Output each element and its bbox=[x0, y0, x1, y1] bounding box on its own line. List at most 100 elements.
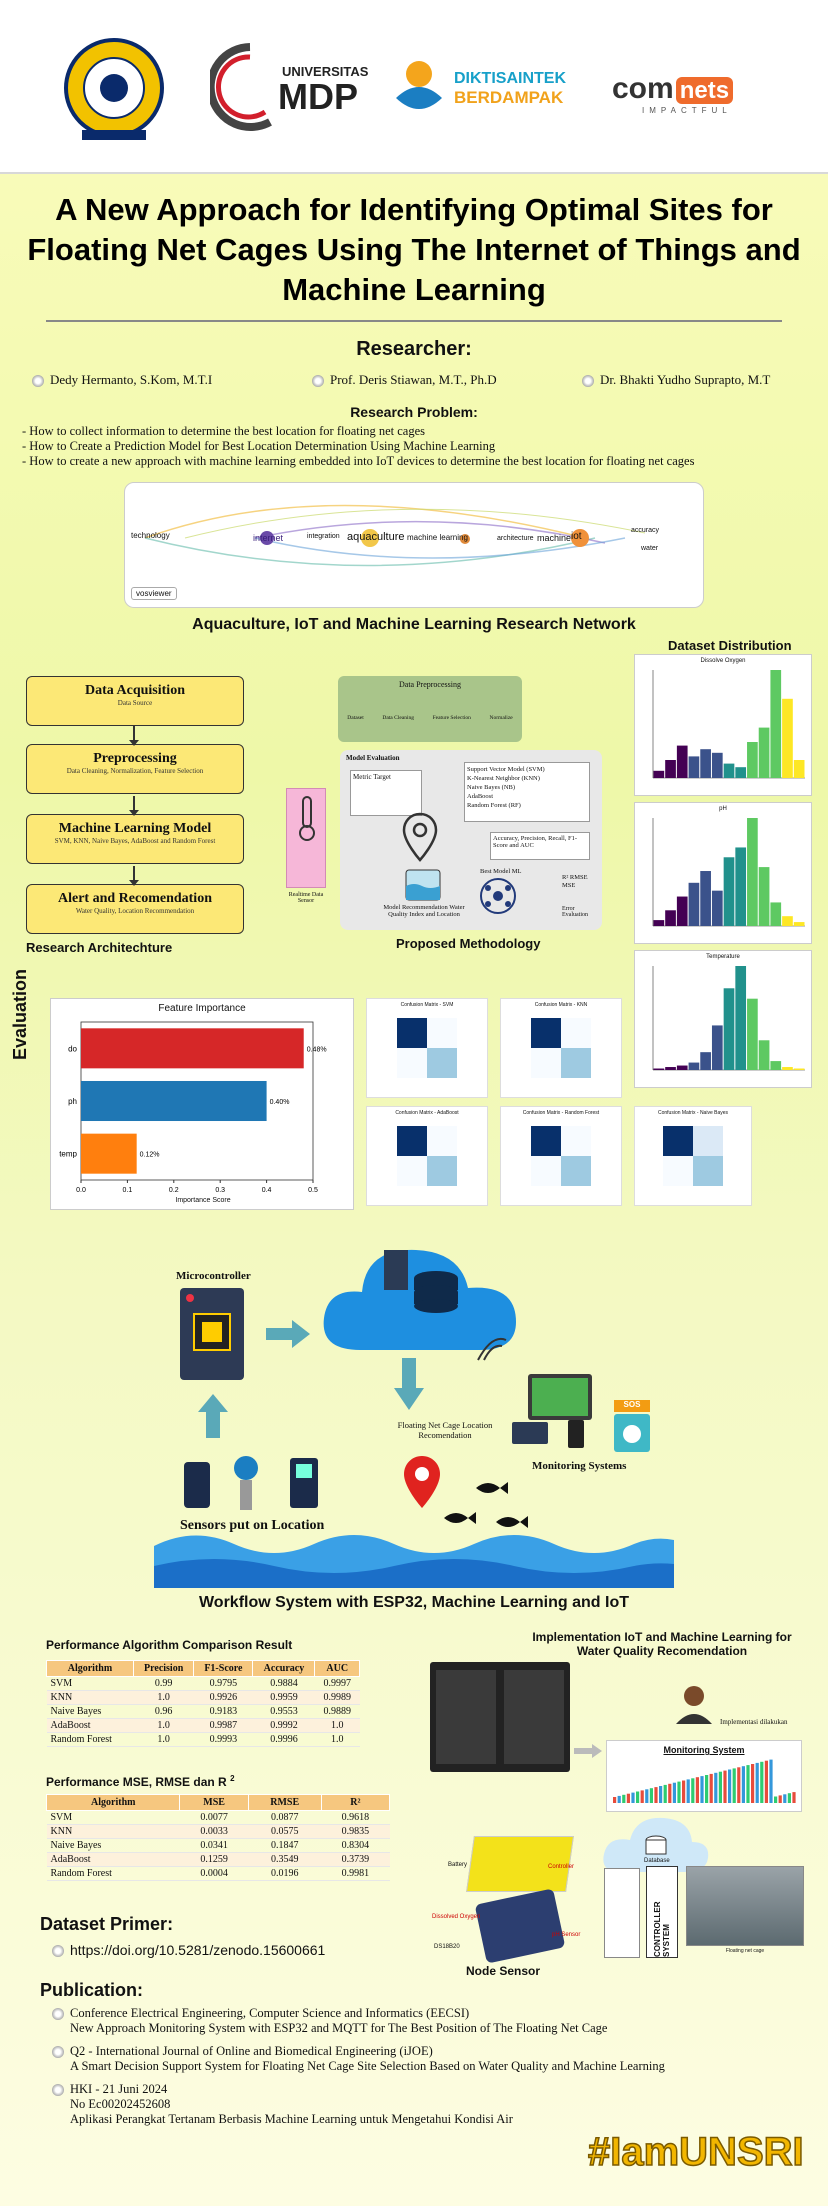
preproc-title: Data Preprocessing bbox=[399, 680, 461, 689]
dist-title: Dissolve Oxygen bbox=[700, 658, 746, 664]
dashboard-bar bbox=[645, 1789, 649, 1803]
dist-bar bbox=[711, 752, 723, 778]
doi-link[interactable]: https://doi.org/10.5281/zenodo.15600661 bbox=[70, 1942, 326, 1958]
controller-label: CONTROLLER SYSTEM bbox=[653, 1901, 671, 1957]
node-sensor-device bbox=[474, 1888, 566, 1964]
perf-col-header: Precision bbox=[132, 1660, 195, 1677]
dashboard-bar bbox=[723, 1770, 727, 1803]
fi-bar-do bbox=[81, 1028, 304, 1069]
dist-bar bbox=[770, 902, 782, 926]
problem-list: - How to collect information to determin… bbox=[22, 424, 694, 469]
wifi-icon bbox=[477, 1338, 507, 1361]
model-item: K-Nearest Neighbor (KNN) bbox=[467, 775, 540, 782]
cm-naive-bayes: Confusion Matrix - Naive Bayes bbox=[634, 1106, 752, 1206]
fi-bar-temp bbox=[81, 1133, 137, 1174]
dist-bar bbox=[653, 1068, 665, 1070]
dist-bar bbox=[793, 1068, 805, 1070]
dashboard-bar bbox=[778, 1795, 782, 1803]
dist-chart-temp: Temperature bbox=[634, 950, 812, 1088]
perf-cell: 0.9993 bbox=[193, 1732, 253, 1747]
fi-bar-name: do bbox=[68, 1044, 77, 1053]
perf-heading: Performance Algorithm Comparison Result bbox=[46, 1638, 293, 1652]
problem-item: - How to create a new approach with mach… bbox=[22, 454, 695, 468]
perf-cell: 1.0 bbox=[314, 1732, 360, 1747]
dist-bar bbox=[653, 920, 665, 926]
cm-svm: Confusion Matrix - SVM bbox=[366, 998, 488, 1098]
dist-bar bbox=[758, 1040, 770, 1070]
fi-tick-label: 0.3 bbox=[215, 1187, 225, 1194]
dashboard-bar bbox=[691, 1778, 695, 1803]
node-water: water bbox=[641, 545, 659, 552]
primer-link[interactable]: https://doi.org/10.5281/zenodo.15600661 bbox=[52, 1942, 325, 1958]
arch-arrows bbox=[129, 726, 139, 886]
node-architecture: architecture bbox=[497, 535, 534, 542]
preproc-step: Normalize bbox=[489, 715, 513, 721]
perf-col-header: F1-Score bbox=[193, 1660, 254, 1677]
perf-col-header: Accuracy bbox=[252, 1660, 316, 1677]
problem-item: - How to collect information to determin… bbox=[22, 424, 425, 438]
dashboard-bar bbox=[686, 1779, 690, 1803]
waves bbox=[154, 1535, 674, 1588]
mse-cell: 0.0004 bbox=[179, 1866, 249, 1881]
dist-bar bbox=[723, 857, 735, 926]
perf-cell: 0.9989 bbox=[314, 1690, 360, 1705]
node-integration: integration bbox=[307, 533, 340, 540]
label-controller: Controller bbox=[548, 1864, 575, 1870]
mse-cell: SVM bbox=[46, 1810, 180, 1825]
dataset-distribution-heading: Dataset Distribution bbox=[668, 638, 792, 653]
cm-title: Confusion Matrix - Random Forest bbox=[522, 1110, 600, 1116]
arch-box-sub: Water Quality, Location Recommendation bbox=[75, 907, 195, 915]
bullet-icon bbox=[52, 2084, 64, 2097]
researcher-name: Dedy Hermanto, S.Kom, M.T.I bbox=[50, 372, 213, 387]
dashboard-bar bbox=[718, 1771, 722, 1803]
researcher-1: Dedy Hermanto, S.Kom, M.T.I bbox=[32, 372, 212, 388]
fi-bar-name: temp bbox=[59, 1150, 77, 1159]
arch-box-title: Alert and Recomendation bbox=[58, 891, 212, 906]
app-screenshots bbox=[430, 1662, 570, 1772]
publication-item: Q2 - International Journal of Online and… bbox=[52, 2044, 665, 2074]
mse-col-header: MSE bbox=[179, 1794, 249, 1811]
dashboard-bar bbox=[677, 1781, 681, 1803]
perf-cell: 0.9884 bbox=[252, 1676, 315, 1691]
fi-tick-label: 0.1 bbox=[123, 1187, 133, 1194]
dist-bar bbox=[700, 749, 711, 778]
dist-bar bbox=[735, 966, 747, 1070]
mse-cell: 0.0341 bbox=[179, 1838, 249, 1853]
impl-label: Implementasi dilakukan bbox=[720, 1718, 788, 1726]
mse-cell: 0.0575 bbox=[248, 1824, 322, 1839]
dashboard-bar bbox=[682, 1780, 686, 1803]
title-divider bbox=[46, 320, 782, 322]
location-icon bbox=[402, 812, 438, 862]
methodology-caption: Proposed Methodology bbox=[396, 936, 541, 951]
researcher-2: Prof. Deris Stiawan, M.T., Ph.D bbox=[312, 372, 497, 388]
perf-col-header: Algorithm bbox=[46, 1660, 134, 1677]
perf-cell: 1.0 bbox=[133, 1718, 194, 1733]
researcher-name: Prof. Deris Stiawan, M.T., Ph.D bbox=[330, 372, 497, 387]
dist-bar bbox=[700, 871, 711, 926]
node-technology: technology bbox=[131, 531, 170, 540]
person-avatar bbox=[676, 1686, 712, 1724]
dist-bar bbox=[758, 867, 770, 926]
mse-cell: 0.9981 bbox=[321, 1866, 390, 1881]
dist-bar bbox=[770, 670, 782, 778]
mse-cell: KNN bbox=[46, 1824, 180, 1839]
mse-cell: 0.8304 bbox=[321, 1838, 390, 1853]
mdp-line2: MDP bbox=[278, 76, 358, 117]
dist-bar bbox=[688, 882, 700, 926]
dist-chart-do: Dissolve Oxygen bbox=[634, 654, 812, 796]
eval-title: Model Evaluation bbox=[346, 754, 400, 762]
mse-cell: 0.1259 bbox=[179, 1852, 249, 1867]
dashboard-bar bbox=[769, 1759, 773, 1803]
perf-cell: 0.9992 bbox=[252, 1718, 315, 1733]
unsri-logo bbox=[62, 36, 166, 144]
dashboard-bar bbox=[741, 1766, 745, 1803]
comnets-part-a: com bbox=[612, 72, 674, 105]
label-battery: Battery bbox=[448, 1862, 468, 1868]
comnets-part-b: nets bbox=[675, 77, 734, 104]
dist-bar bbox=[665, 1067, 676, 1070]
